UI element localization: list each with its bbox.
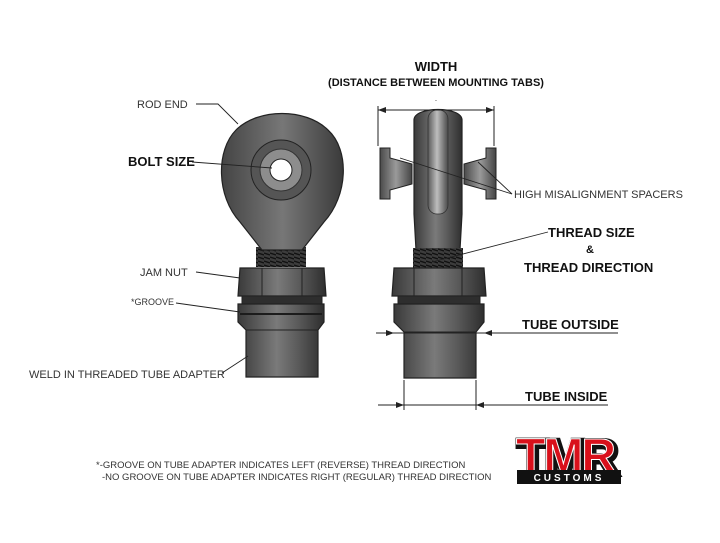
ampersand-label: & (586, 244, 594, 256)
leader-lines (175, 103, 549, 374)
spacers-label: HIGH MISALIGNMENT SPACERS (514, 189, 683, 201)
rod-end-front-view (220, 113, 344, 378)
jam-nut-right (391, 267, 487, 297)
note-line-2: -NO GROOVE ON TUBE ADAPTER INDICATES RIG… (102, 472, 492, 483)
tube-adapter-right (393, 303, 485, 379)
tube-adapter-left (237, 303, 325, 378)
note-line-1: *-GROOVE ON TUBE ADAPTER INDICATES LEFT … (96, 460, 465, 471)
thread-direction-label: THREAD DIRECTION (524, 260, 653, 275)
tmr-customs-logo: TMR TMR CUSTOMS (515, 429, 622, 488)
svg-text:.: . (435, 94, 437, 103)
jam-nut-left (237, 267, 327, 297)
width-dimension: . (377, 94, 495, 146)
weld-adapter-label: WELD IN THREADED TUBE ADAPTER (29, 369, 225, 381)
tube-outside-label: TUBE OUTSIDE (522, 317, 619, 332)
spacer-left (379, 147, 413, 200)
thread-shank-left (256, 247, 306, 267)
logo-sub: CUSTOMS (534, 473, 605, 484)
tube-outside-dimension (376, 330, 618, 336)
thread-shank-right (413, 248, 463, 268)
jam-nut-label: JAM NUT (140, 267, 188, 279)
groove-label: *GROOVE (131, 297, 174, 307)
spacer-right (463, 147, 497, 200)
tube-inside-label: TUBE INSIDE (525, 389, 608, 404)
rod-end-side-view (379, 109, 497, 379)
bolt-size-label: BOLT SIZE (128, 154, 195, 169)
tube-inside-dimension (378, 380, 608, 410)
bore-hole (269, 158, 293, 182)
width-subtitle: (DISTANCE BETWEEN MOUNTING TABS) (328, 77, 544, 89)
jam-nut-washer-right (397, 295, 481, 305)
jam-nut-washer-left (241, 295, 323, 305)
thread-size-label: THREAD SIZE (548, 225, 635, 240)
rod-end-label: ROD END (137, 99, 188, 111)
width-title: WIDTH (415, 59, 458, 74)
ball-side (427, 109, 449, 215)
logo-sub-bar (517, 470, 621, 484)
